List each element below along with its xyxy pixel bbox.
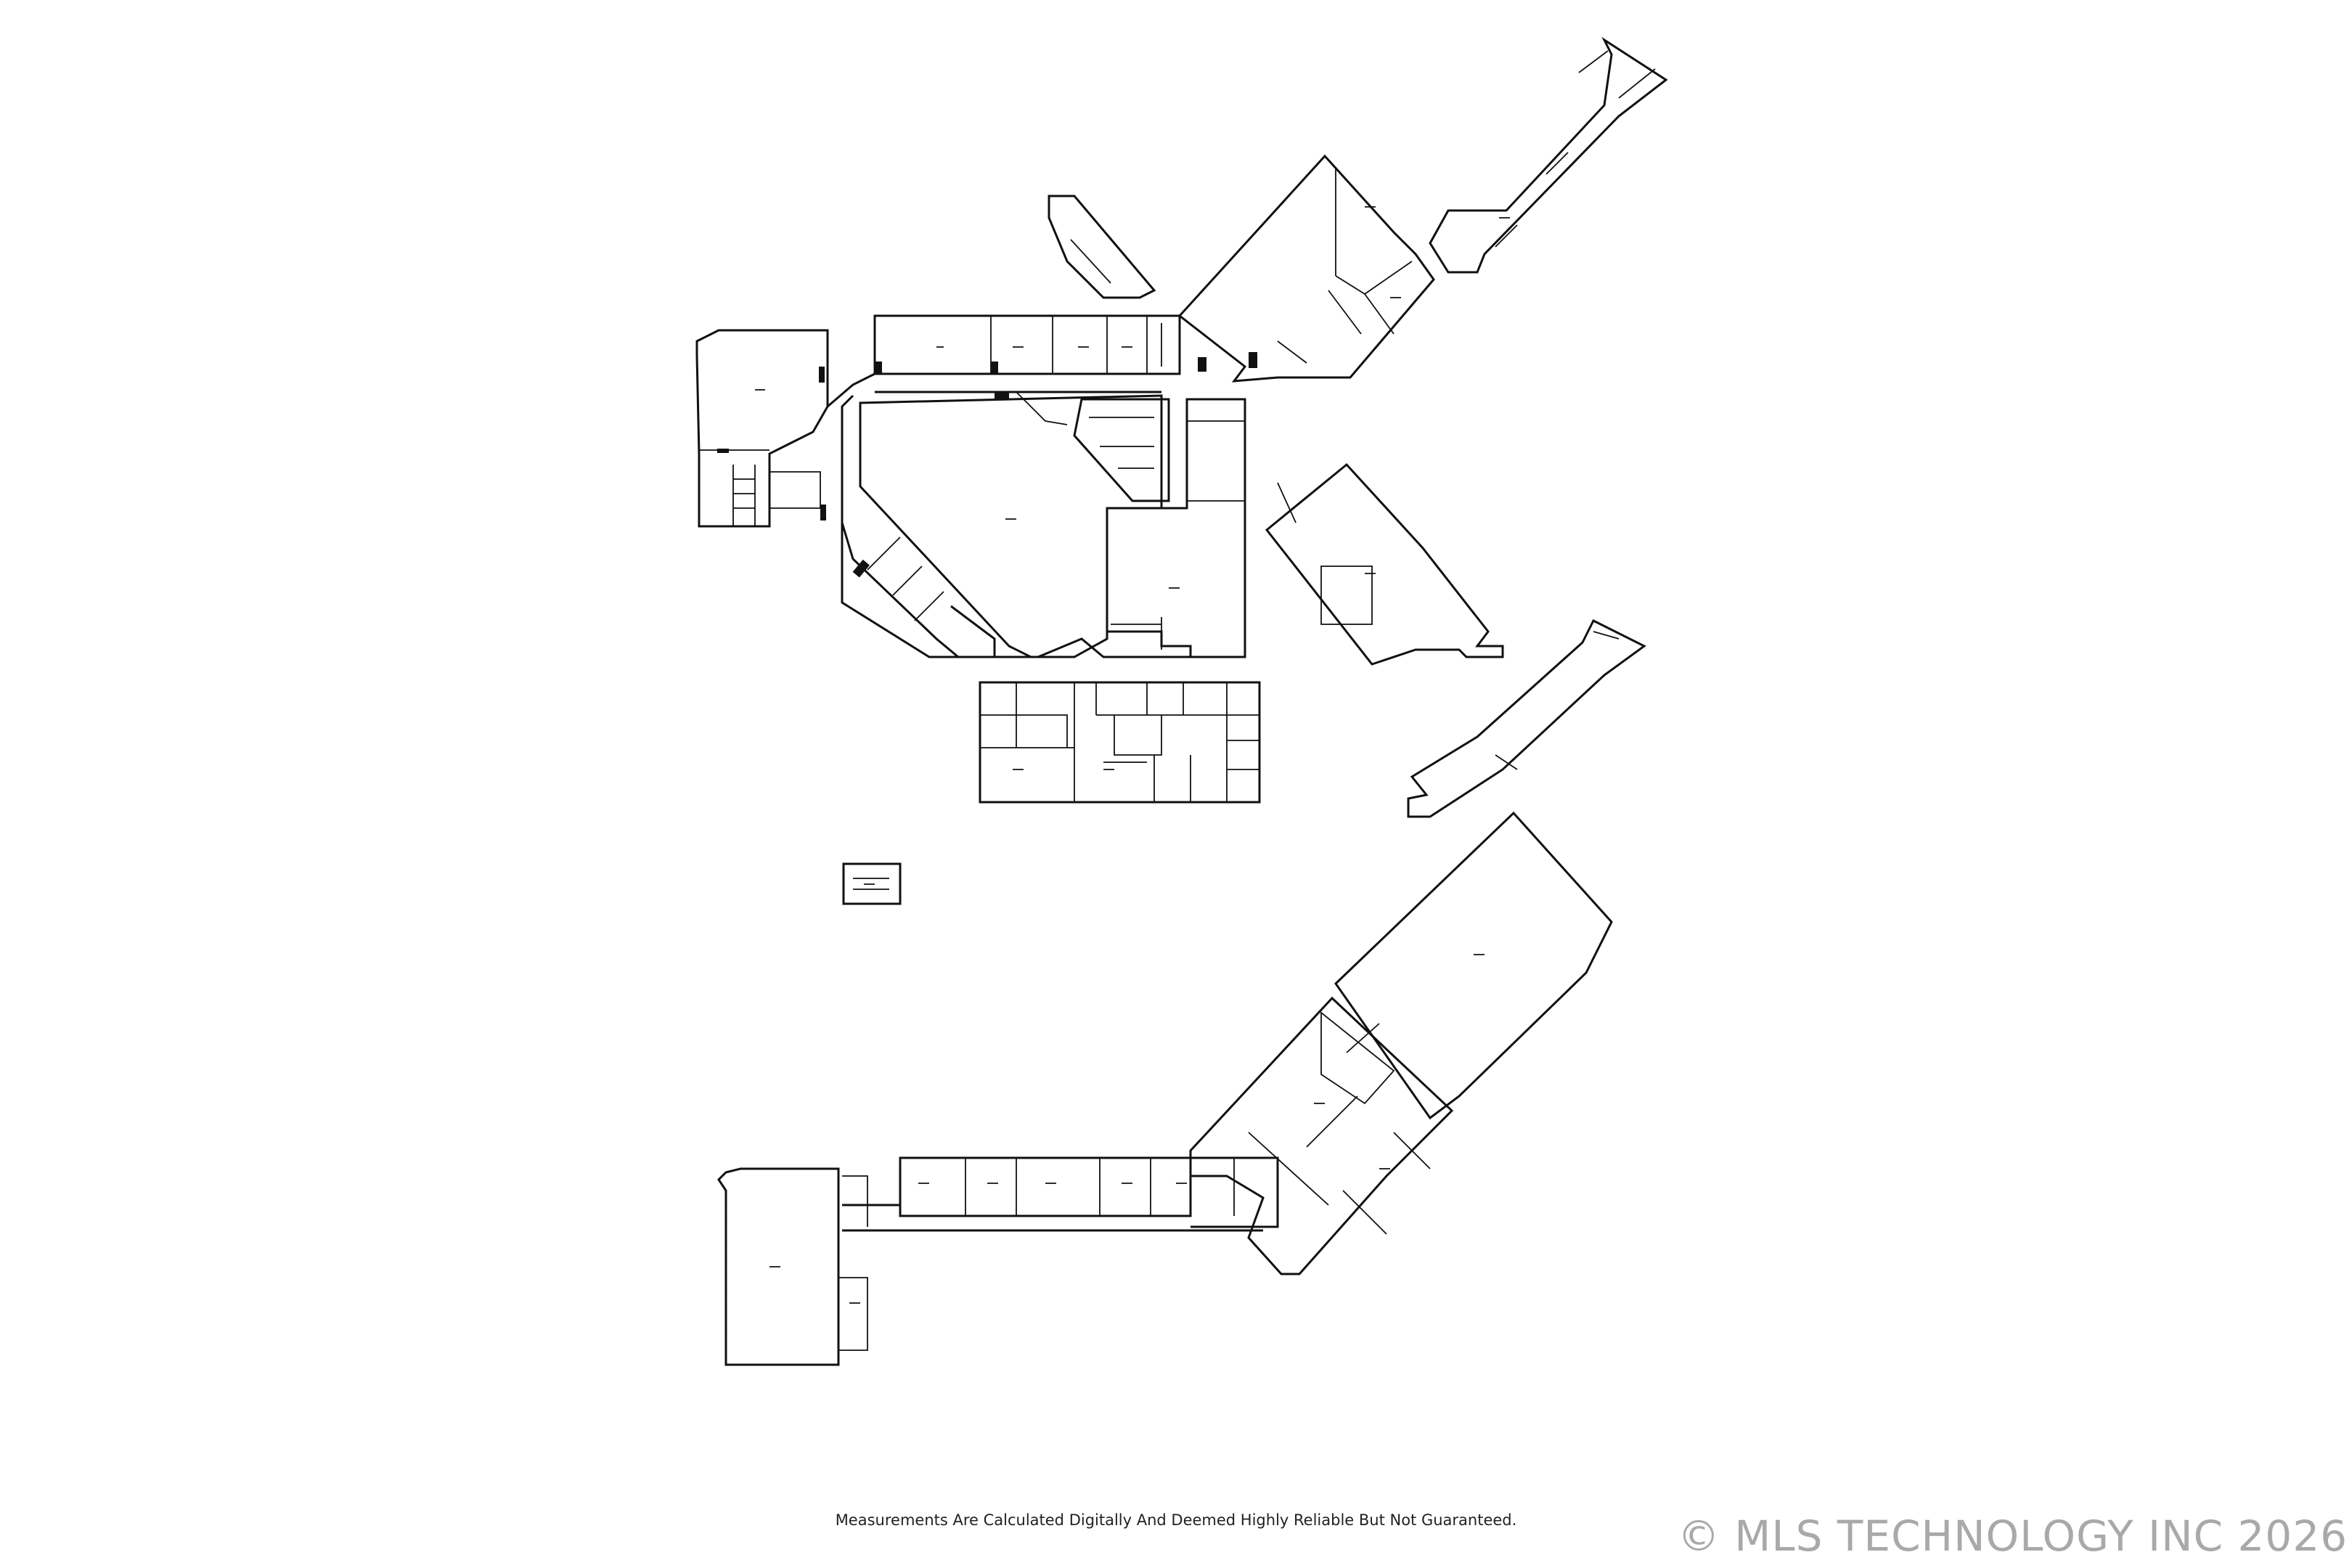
east-gym: [1106, 398, 1246, 658]
admin-block: [979, 681, 1261, 804]
admin-rooms: [980, 682, 1259, 802]
measurement-disclaimer: Measurements Are Calculated Digitally An…: [835, 1511, 1517, 1529]
lower-middle-block: [1189, 996, 1454, 1275]
north-stub: [1048, 195, 1156, 299]
northeast-angled-wing: [1177, 154, 1435, 383]
northeast-corridor-wing: [1429, 36, 1668, 274]
diagonal-annex: [1073, 398, 1170, 502]
copyright-watermark: © MLS TECHNOLOGY INC 2026: [1677, 1511, 2348, 1561]
upper-floor-plan: [695, 36, 1668, 905]
east-pavilion: [1265, 462, 1504, 666]
lower-large-hall: [1334, 811, 1613, 1120]
north-classroom-wing: [873, 314, 1181, 375]
lower-west-gym: [717, 1167, 840, 1366]
west-wing: [695, 329, 829, 528]
lower-northeast-corridor: [1407, 618, 1646, 818]
central-hall: [859, 394, 1163, 658]
southwest-angled-rooms: [841, 522, 996, 658]
corridor-loop: [827, 372, 1241, 658]
room-label-marks: [755, 206, 1510, 1304]
isolated-stair-box: [842, 862, 902, 905]
lower-classroom-row: [899, 1156, 1192, 1217]
lower-floor-plan: [717, 618, 1646, 1366]
west-wing-rooms: [699, 449, 821, 526]
